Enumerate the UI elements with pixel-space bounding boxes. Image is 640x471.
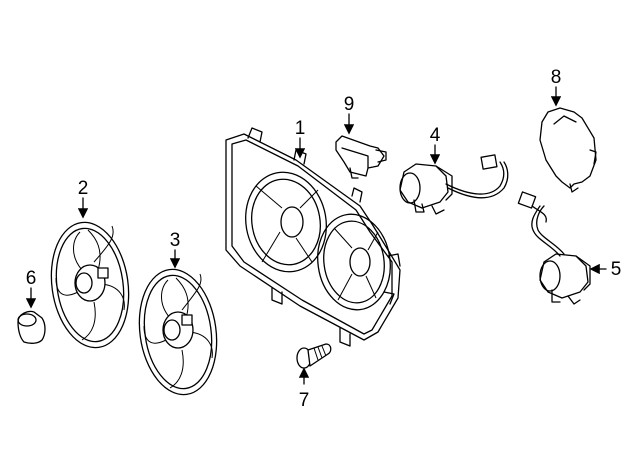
callout-7: 7 <box>299 367 310 411</box>
bolt <box>296 343 332 369</box>
callout-6: 6 <box>26 268 37 309</box>
fan-shroud <box>225 127 401 347</box>
callout-label: 9 <box>344 94 355 115</box>
callout-9: 9 <box>344 94 355 135</box>
callout-3: 3 <box>170 230 181 269</box>
fan-control-module <box>335 135 387 179</box>
callout-label: 3 <box>170 230 181 251</box>
cover <box>539 107 597 193</box>
callout-5: 5 <box>589 259 622 280</box>
callout-4: 4 <box>430 125 441 165</box>
fan-motor-upper <box>399 154 509 215</box>
fan-blade-left <box>50 221 130 349</box>
fan-blade-right <box>138 268 218 396</box>
nut <box>17 310 46 344</box>
callout-label: 2 <box>78 178 89 199</box>
callout-label: 8 <box>551 67 562 88</box>
callout-label: 7 <box>299 390 310 411</box>
callout-8: 8 <box>551 67 562 107</box>
callout-label: 6 <box>26 268 37 289</box>
callout-label: 5 <box>611 259 622 280</box>
callout-1: 1 <box>295 118 306 159</box>
callout-label: 1 <box>295 118 306 139</box>
callout-2: 2 <box>78 178 89 219</box>
callout-label: 4 <box>430 125 441 146</box>
fan-motor-lower <box>517 191 591 305</box>
